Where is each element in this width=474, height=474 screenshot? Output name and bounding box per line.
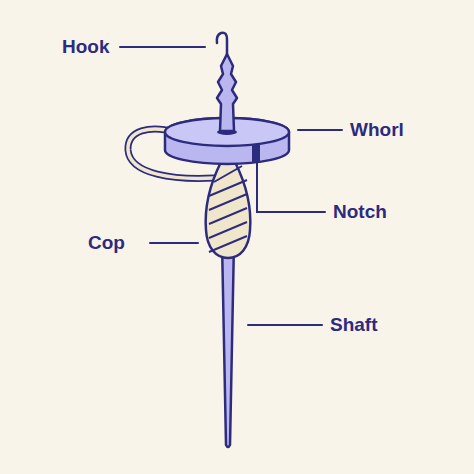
cop-windings <box>209 166 247 252</box>
part-label: Cop <box>88 231 125 255</box>
hook <box>217 33 227 54</box>
cop-winding <box>214 166 242 182</box>
leader-line <box>248 324 322 326</box>
leader-line <box>150 242 198 244</box>
notch <box>252 144 260 163</box>
cop-winding <box>209 194 247 210</box>
cop <box>206 162 251 258</box>
part-label: Shaft <box>330 313 378 337</box>
cop-winding <box>209 236 247 252</box>
leader-line <box>257 163 325 212</box>
part-label: Notch <box>333 200 387 224</box>
leader-line <box>298 129 342 131</box>
cop-winding <box>209 180 247 196</box>
part-label: Hook <box>62 35 110 59</box>
leader-line <box>120 46 205 48</box>
cop-winding <box>209 208 247 224</box>
part-label: Whorl <box>350 118 404 142</box>
cop-winding <box>209 222 247 238</box>
spindle-top <box>217 54 237 131</box>
